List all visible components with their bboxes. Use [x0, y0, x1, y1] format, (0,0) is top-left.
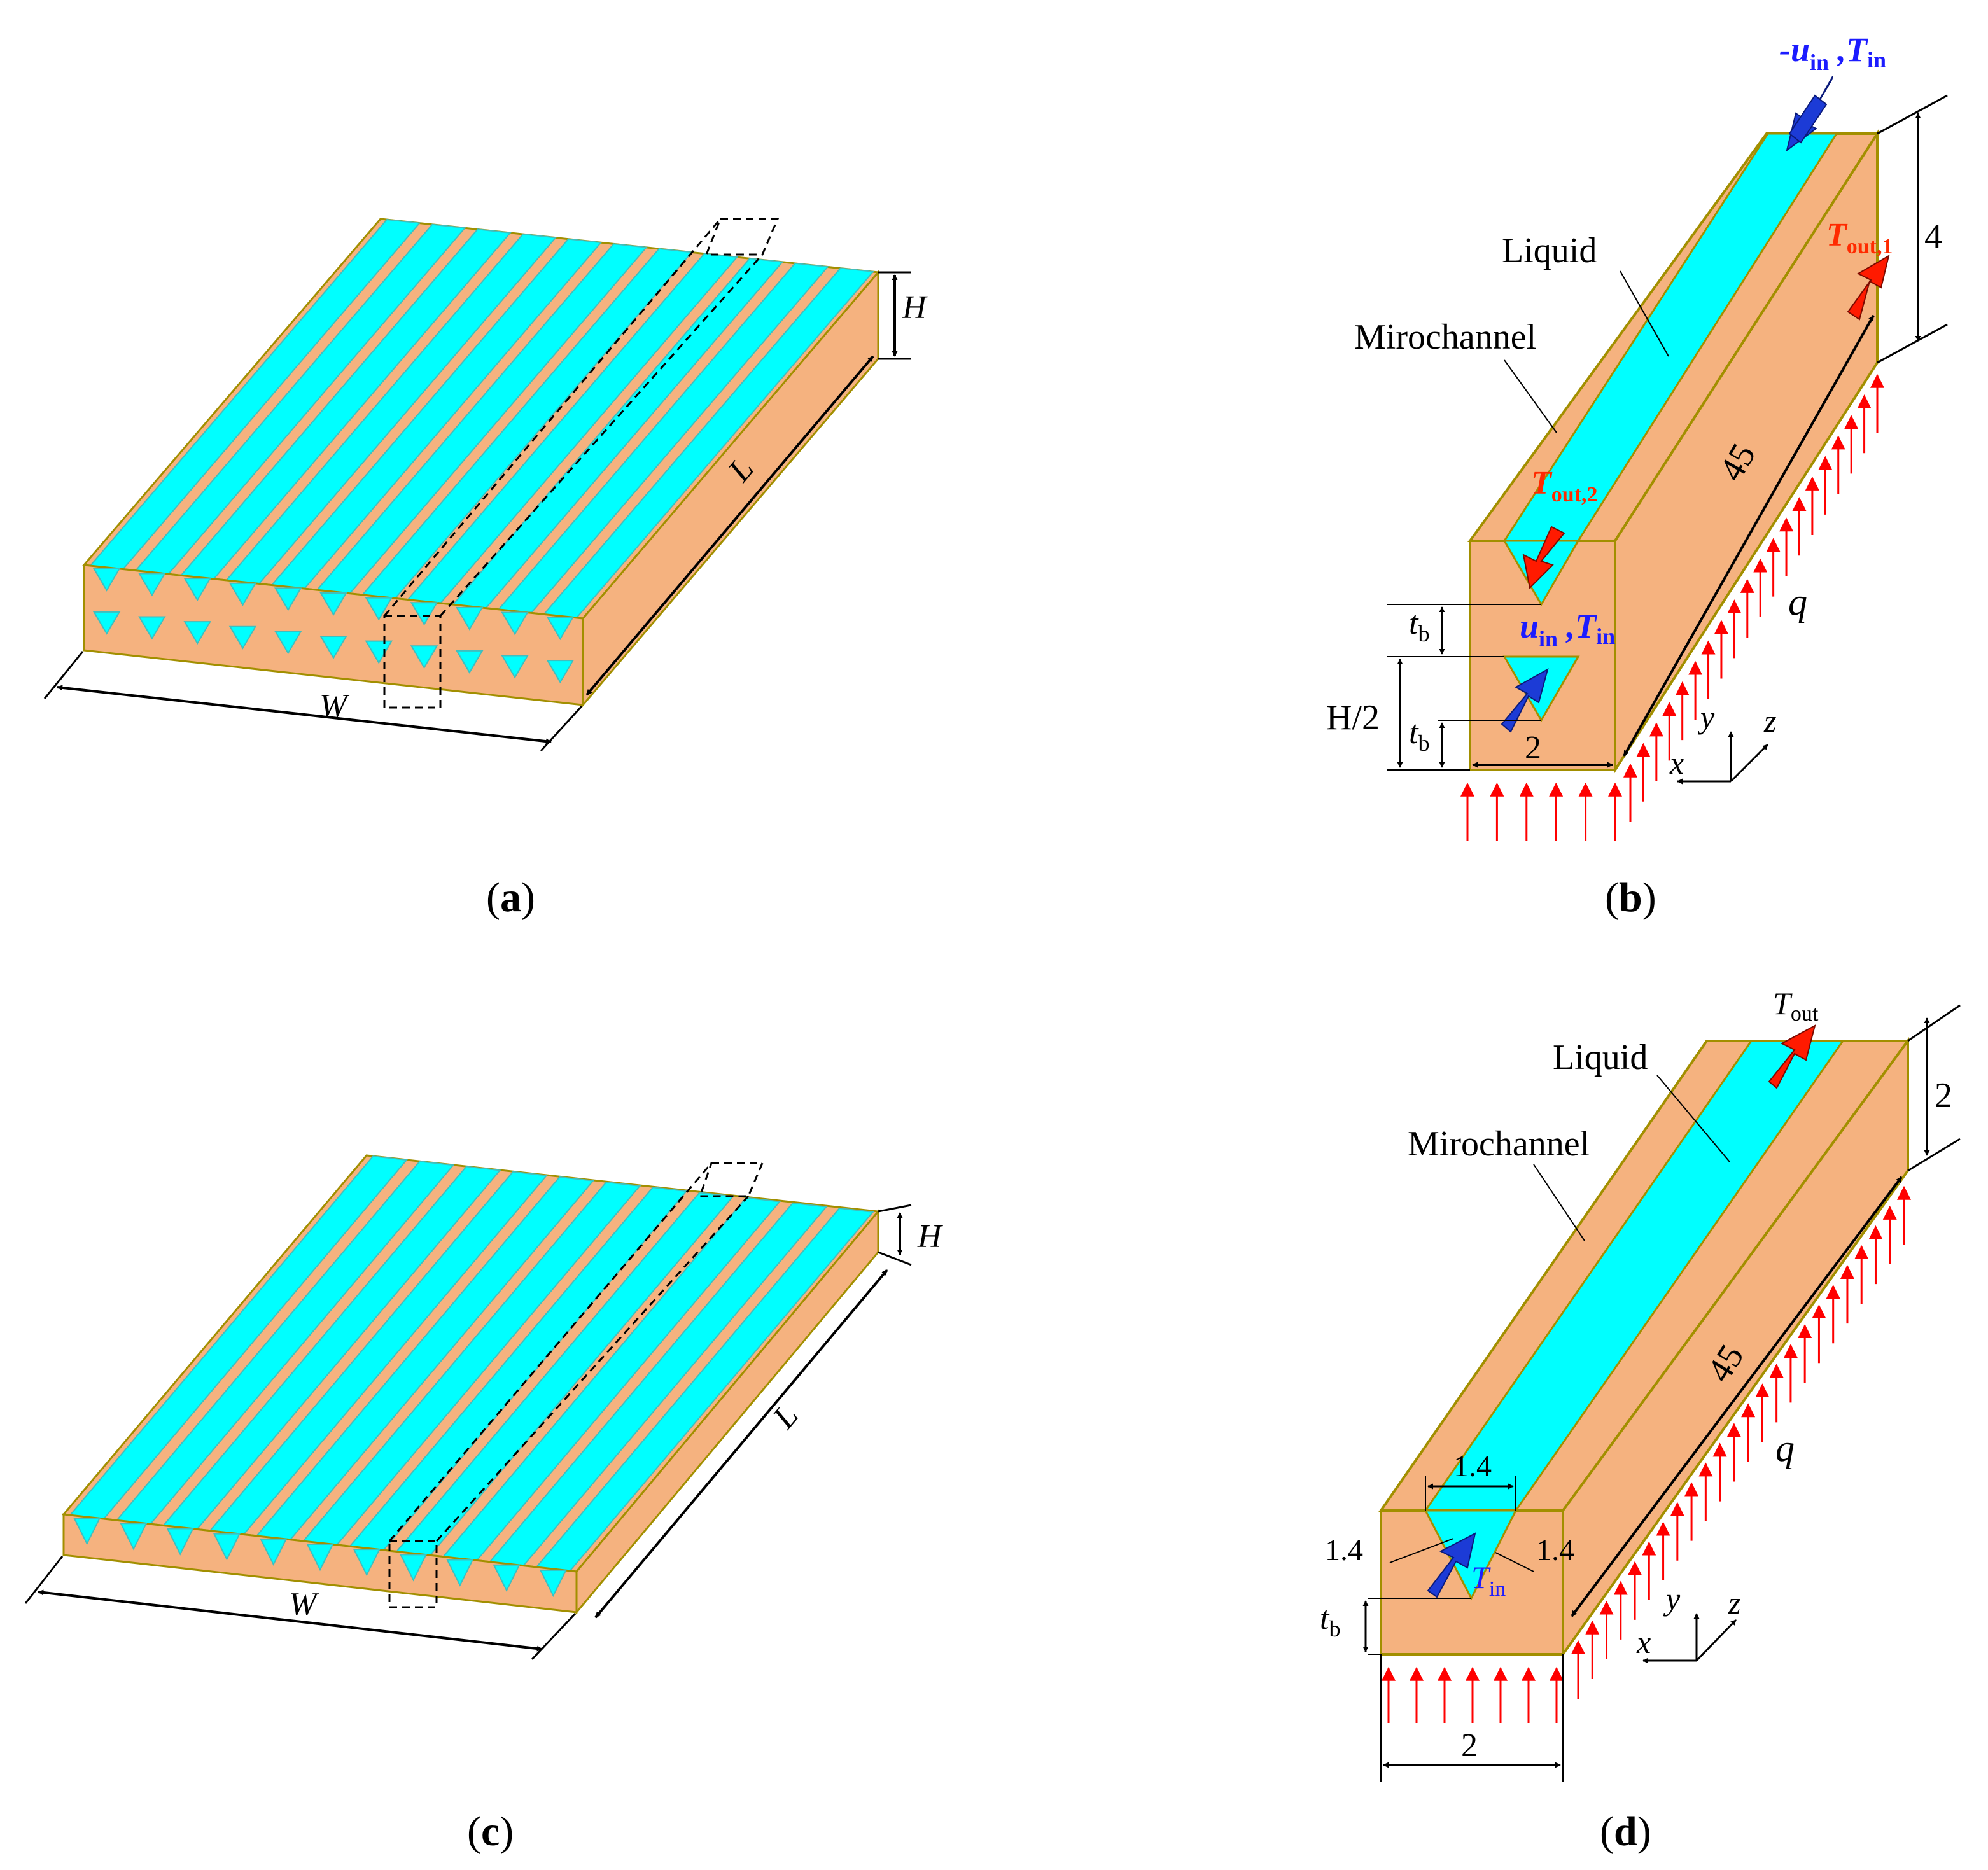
top-width-dim-d: 1.4	[1453, 1449, 1492, 1483]
height-dim-b: 4	[1924, 217, 1942, 256]
outlet-arrow-b-2	[1522, 526, 1565, 590]
unit-cell-highlight-c	[388, 1540, 438, 1608]
panel-d: Liquid Mirochannel Tout Tin 2 45 1.4 1.4…	[1320, 986, 1961, 1855]
channel-triangle	[410, 602, 438, 626]
channel-triangle	[456, 650, 484, 674]
channel-triangle	[319, 592, 347, 616]
axis-y-d: y	[1663, 1581, 1681, 1617]
channel-triangle	[92, 568, 121, 592]
caption-c: (c)	[467, 1808, 514, 1855]
heat-flux-label-d: q	[1775, 1427, 1795, 1469]
heat-arrows-d-bottom	[1382, 1666, 1564, 1723]
tb-label-b-2: tb	[1409, 715, 1429, 756]
outlet-arrow-d	[1768, 1024, 1816, 1089]
right-side-dim-d: 1.4	[1536, 1533, 1574, 1567]
tb-label-b-1: tb	[1409, 605, 1429, 646]
height-dim-d: 2	[1935, 1076, 1952, 1115]
channel-triangle	[306, 1544, 334, 1572]
panel-c: H L W (c)	[24, 1154, 943, 1855]
unit-cell-top-c	[698, 1162, 764, 1197]
channel-triangle	[353, 1549, 381, 1577]
channel-triangle	[546, 660, 575, 684]
microchannel-label-b: Mirochannel	[1354, 317, 1536, 357]
channel-triangle	[399, 1554, 428, 1582]
channel-triangle	[446, 1559, 474, 1587]
width-dim-d: 2	[1461, 1727, 1478, 1764]
caption-d: (d)	[1600, 1808, 1651, 1855]
channel-triangle	[92, 611, 121, 635]
channel-triangle	[166, 1528, 194, 1556]
inlet-label-b-bottom: uin ,Tin	[1520, 607, 1615, 652]
channel-triangle	[546, 617, 575, 641]
inlet-arrow-b-bottom	[1501, 667, 1549, 733]
channel-triangle	[410, 645, 438, 669]
caption-a: (a)	[486, 874, 535, 921]
width-label-a: W	[319, 688, 350, 724]
outlet-label-d: Tout	[1773, 986, 1819, 1026]
channel-triangle	[274, 631, 302, 655]
channel-triangle	[319, 636, 347, 659]
channel-triangle	[365, 597, 393, 621]
caption-b: (b)	[1605, 874, 1656, 921]
heat-arrows-b-bottom	[1460, 782, 1622, 841]
unit-cell-highlight-a	[383, 615, 442, 709]
left-side-dim-d: 1.4	[1325, 1533, 1363, 1567]
channel-triangle	[274, 587, 302, 611]
channel-triangle	[539, 1569, 567, 1598]
axis-z-d: z	[1728, 1585, 1740, 1621]
liquid-label-b: Liquid	[1502, 231, 1597, 270]
channel-triangle	[456, 606, 484, 631]
channel-triangle	[493, 1564, 521, 1592]
channel-triangle	[501, 655, 529, 679]
length-label-c: L	[766, 1398, 806, 1436]
axis-x-d: x	[1636, 1624, 1651, 1660]
outlet-label-b-1: Tout,1	[1826, 217, 1893, 258]
channel-triangle	[228, 582, 257, 606]
liquid-label-d: Liquid	[1553, 1038, 1648, 1077]
channel-triangle	[501, 611, 529, 636]
channel-triangle	[260, 1538, 288, 1566]
channel-triangle	[138, 616, 166, 640]
axis-z-b: z	[1763, 703, 1776, 739]
inlet-label-b-top: -uin ,Tin	[1779, 31, 1886, 75]
channel-triangle	[73, 1518, 101, 1546]
outlet-label-b-2: Tout,2	[1531, 465, 1598, 506]
channel-triangle	[120, 1523, 148, 1551]
axis-x-b: x	[1669, 745, 1684, 781]
width-label-c: W	[289, 1586, 319, 1622]
channel-triangle	[228, 625, 257, 650]
outlet-arrow-b-1	[1847, 254, 1890, 321]
inlet-arrow-b-top-body	[1788, 94, 1828, 144]
width-dim-b: 2	[1525, 730, 1541, 766]
half-height-label-b: H/2	[1326, 698, 1380, 737]
microchannel-label-d: Mirochannel	[1408, 1124, 1590, 1164]
plate-c-triangles	[73, 1518, 567, 1598]
panel-b: Liquid Mirochannel -uin ,Tin Tout,1 Tout…	[1326, 31, 1948, 921]
axis-y-b: y	[1697, 699, 1715, 735]
heat-flux-label-b: q	[1788, 581, 1807, 623]
plate-a-triangles	[92, 568, 575, 684]
channel-triangle	[183, 621, 211, 645]
channel-triangle	[213, 1533, 241, 1561]
height-label-c: H	[917, 1218, 943, 1255]
channel-triangle	[183, 578, 211, 602]
inlet-label-d: Tin	[1471, 1559, 1506, 1601]
panel-a: H L W (a)	[43, 218, 928, 921]
height-label-a: H	[902, 290, 928, 326]
inlet-arrow-d	[1427, 1532, 1476, 1598]
channel-triangle	[138, 573, 166, 597]
tb-label-d: tb	[1320, 1600, 1340, 1642]
